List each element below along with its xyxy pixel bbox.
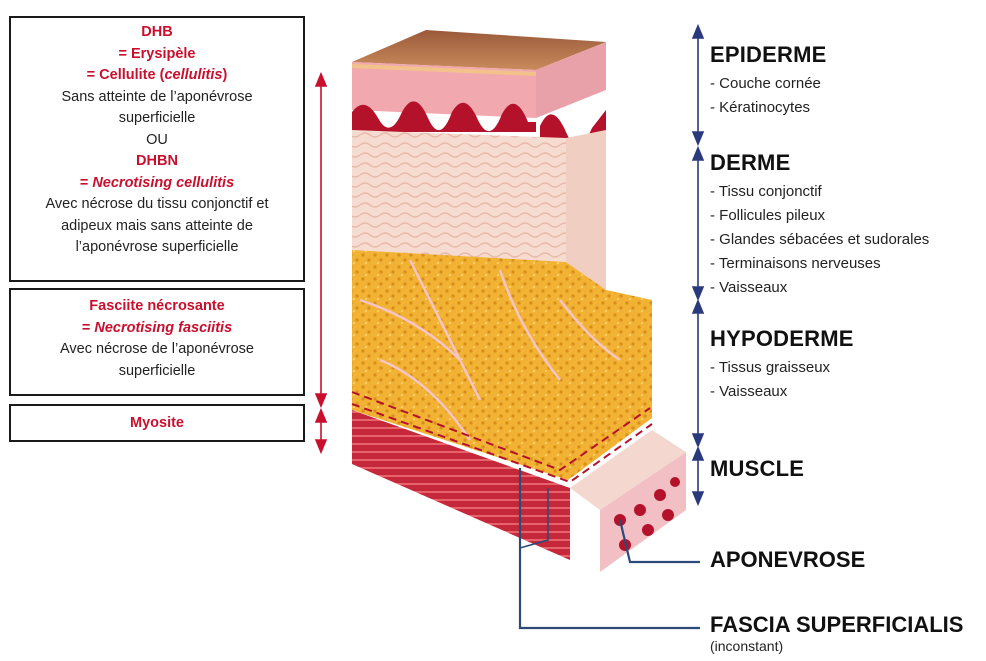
erysipele-label: = Erysipèle [11, 44, 303, 66]
necrotising-fasciitis-label: = Necrotising fasciitis [11, 318, 303, 340]
myosite-label: Myosite [11, 413, 303, 435]
layer-item: - Vaisseaux [710, 276, 929, 300]
layer-arrows [693, 26, 703, 504]
extent-arrow-muscle [316, 410, 326, 452]
dhb-desc-line1: Sans atteinte de l’aponévrose [11, 87, 303, 109]
layer-item: - Glandes sébacées et sudorales [710, 228, 929, 252]
aponevrose-label: APONEVROSE [710, 547, 865, 573]
dermis-side [566, 130, 606, 290]
fascia-label: FASCIA SUPERFICIALIS [710, 612, 963, 638]
fasciite-desc-line1: Avec nécrose de l’aponévrose [11, 339, 303, 361]
dhbn-label: DHBN [11, 151, 303, 173]
layer-title: EPIDERME [710, 42, 827, 68]
layer-item: - Follicules pileux [710, 204, 929, 228]
dermis-front [352, 130, 566, 262]
ou-label: OU [11, 130, 303, 152]
extent-arrow-skin [316, 74, 326, 406]
dhbn-desc-line3: l’aponévrose superficielle [11, 237, 303, 259]
fasciite-box: Fasciite nécrosante = Necrotising fascii… [9, 288, 305, 396]
layer-item: - Couche cornée [710, 72, 827, 96]
dhb-box: DHB = Erysipèle = Cellulite (cellulitis)… [9, 16, 305, 282]
fasciite-label: Fasciite nécrosante [11, 296, 303, 318]
fascia-note: (inconstant) [710, 638, 783, 654]
dhbn-desc-line2: adipeux mais sans atteinte de [11, 216, 303, 238]
layer-item: - Kératinocytes [710, 96, 827, 120]
fasciite-desc-line2: superficielle [11, 361, 303, 383]
layer-title: DERME [710, 150, 929, 176]
layer-hypoderme: HYPODERME - Tissus graisseux - Vaisseaux [710, 326, 854, 404]
dhb-label: DHB [11, 22, 303, 44]
layer-muscle: MUSCLE [710, 456, 804, 482]
layer-derme: DERME - Tissu conjonctif - Follicules pi… [710, 150, 929, 300]
myosite-box: Myosite [9, 404, 305, 442]
layer-title: HYPODERME [710, 326, 854, 352]
layer-item: - Tissu conjonctif [710, 180, 929, 204]
layer-item: - Tissus graisseux [710, 356, 854, 380]
layer-item: - Terminaisons nerveuses [710, 252, 929, 276]
dhbn-desc-line1: Avec nécrose du tissu conjonctif et [11, 194, 303, 216]
necrotising-cellulitis-label: = Necrotising cellulitis [11, 173, 303, 195]
dhb-desc-line2: superficielle [11, 108, 303, 130]
layer-epiderme: EPIDERME - Couche cornée - Kératinocytes [710, 42, 827, 120]
layer-item: - Vaisseaux [710, 380, 854, 404]
cellulite-label: = Cellulite (cellulitis) [11, 65, 303, 87]
layer-title: MUSCLE [710, 456, 804, 482]
